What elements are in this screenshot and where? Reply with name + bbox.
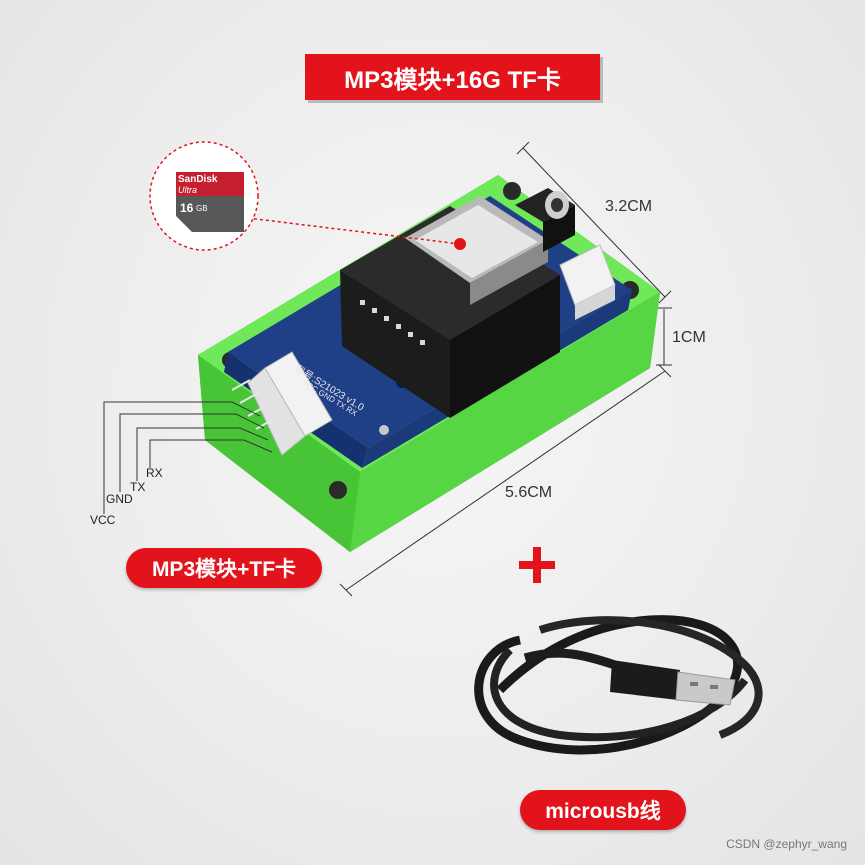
dimension-lines <box>339 141 672 597</box>
sd-line: Ultra <box>178 185 198 195</box>
cable-banner: microusb线 <box>520 790 686 830</box>
sd-brand: SanDisk <box>178 174 218 185</box>
title-banner: MP3模块+16G TF卡 <box>305 54 600 100</box>
sd-card-callout <box>149 141 259 251</box>
pin-vcc-label: VCC <box>90 513 116 527</box>
sd-capacity-unit: GB <box>196 204 208 213</box>
pin-gnd-label: GND <box>106 492 133 506</box>
sd-capacity: 16 <box>180 201 194 215</box>
pin-tx-label: TX <box>130 480 146 494</box>
pin-leads <box>103 401 273 514</box>
dimension-length: 5.6CM <box>505 484 553 501</box>
tf-card-slot <box>405 196 548 305</box>
connector-right <box>559 244 616 320</box>
audio-jack <box>515 188 575 252</box>
dimension-width: 3.2CM <box>605 198 653 215</box>
pin-rx-label: RX <box>146 466 163 480</box>
usb-cable <box>474 615 763 755</box>
connector-left <box>231 351 333 456</box>
callout-dot <box>454 238 466 250</box>
plus-icon <box>519 547 555 583</box>
watermark: CSDN @zephyr_wang <box>726 837 847 851</box>
module-banner: MP3模块+TF卡 <box>126 548 322 588</box>
mp3-module <box>340 206 560 418</box>
dimension-height: 1CM <box>672 329 706 346</box>
